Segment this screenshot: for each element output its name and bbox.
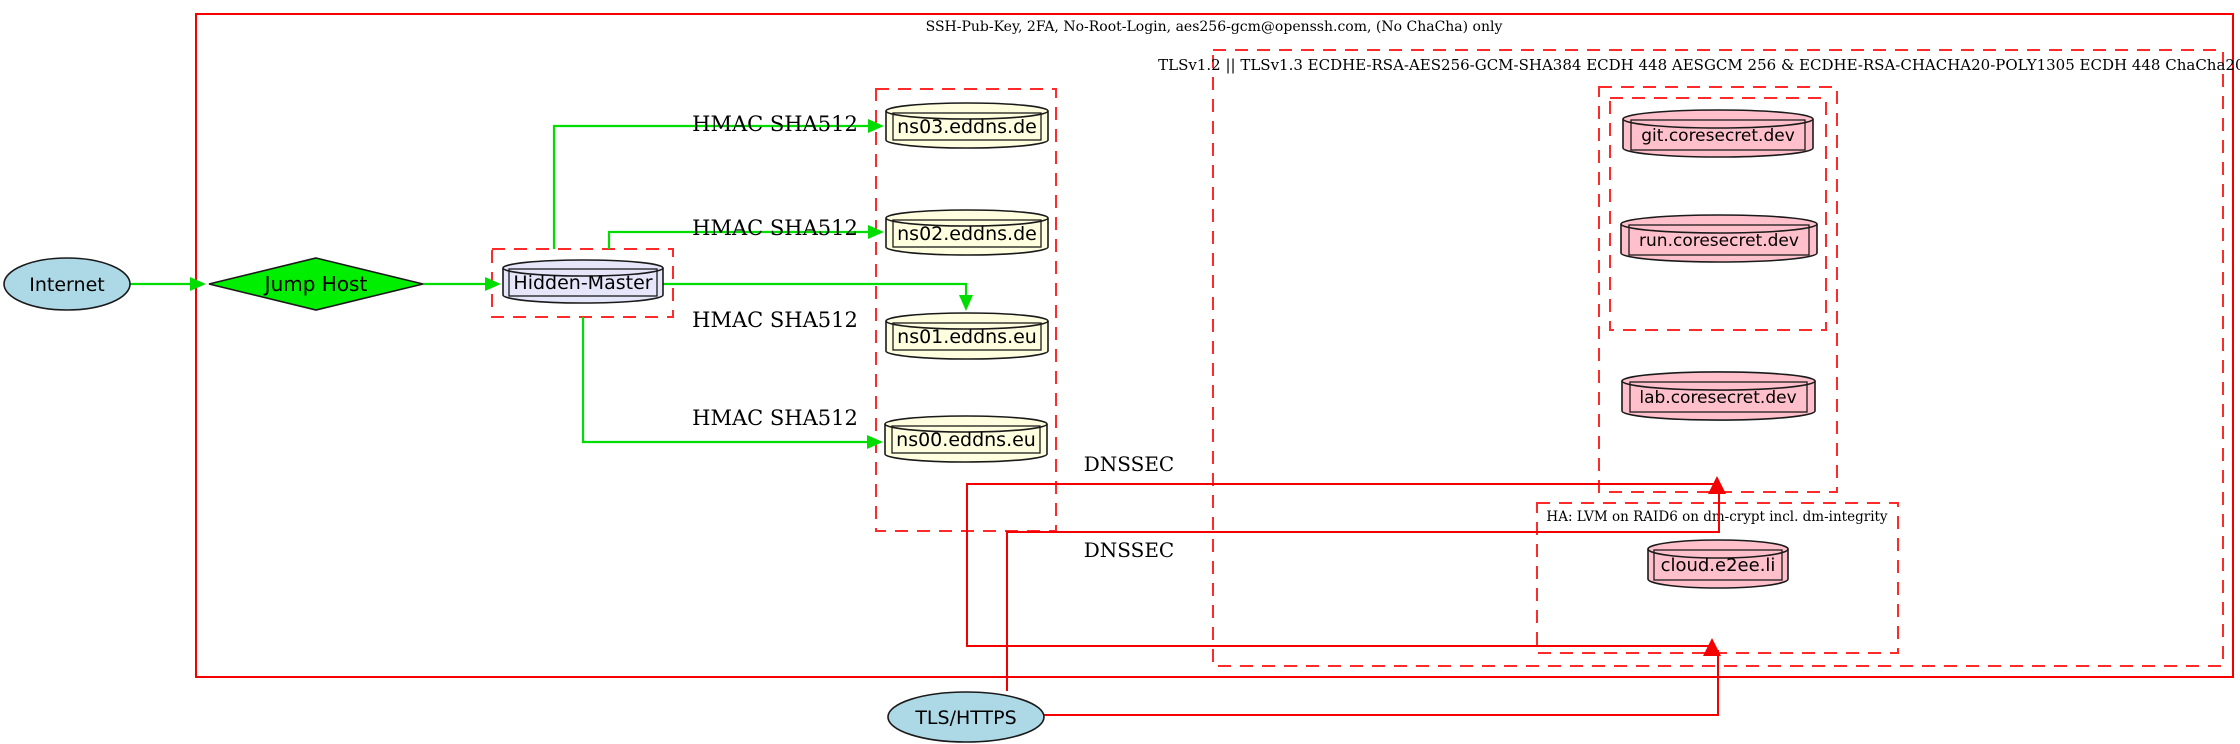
jumphost-node xyxy=(208,257,424,311)
edge-tls-coresecret xyxy=(1006,488,1720,691)
lab-label: lab.coresecret.dev xyxy=(1639,388,1796,408)
coresecret-cluster-box xyxy=(1598,86,1838,493)
run-node: run.coresecret.dev xyxy=(1620,214,1818,263)
gitrun-cluster-box xyxy=(1609,97,1827,331)
edge-internet-jumphost-arrow xyxy=(190,277,206,291)
edge-hiddenmaster-ns03-arrow xyxy=(868,119,884,133)
edge-hiddenmaster-ns02-arrow xyxy=(868,225,884,239)
tls-https-label: TLS/HTTPS xyxy=(914,707,1016,729)
ssh-cluster-box xyxy=(195,13,2234,678)
edge-hiddenmaster-ns01 xyxy=(663,282,968,296)
lab-node: lab.coresecret.dev xyxy=(1621,371,1816,421)
internet-node xyxy=(3,257,131,311)
cloud-label: cloud.e2ee.li xyxy=(1661,555,1776,576)
edge-label-dnssec-2: DNSSEC xyxy=(1084,538,1175,562)
ns01-label: ns01.eddns.eu xyxy=(897,326,1037,348)
ns02-node: ns02.eddns.de xyxy=(885,209,1049,256)
arrow-into-coresecret xyxy=(1708,476,1726,494)
ns00-node: ns00.eddns.eu xyxy=(884,415,1048,463)
edge-hiddenmaster-ns03 xyxy=(552,124,869,249)
edge-label-hmac-ns03: HMAC SHA512 xyxy=(692,112,858,136)
ns01-node: ns01.eddns.eu xyxy=(885,312,1049,360)
edge-hiddenmaster-ns01-arrow xyxy=(959,295,973,311)
edge-hiddenmaster-ns00-arrow xyxy=(867,435,883,449)
ns03-label: ns03.eddns.de xyxy=(897,116,1037,138)
edge-tls-e2ee xyxy=(1044,650,1719,716)
edge-label-hmac-ns00: HMAC SHA512 xyxy=(692,406,858,430)
edge-dnssec-both xyxy=(966,483,1716,647)
hidden-master-label: Hidden-Master xyxy=(513,272,652,294)
ha-cluster-title: HA: LVM on RAID6 on dm-crypt incl. dm-in… xyxy=(1546,509,1888,525)
ns03-node: ns03.eddns.de xyxy=(885,102,1049,149)
run-label: run.coresecret.dev xyxy=(1639,231,1799,251)
edge-hiddenmaster-ns02 xyxy=(607,230,869,249)
tls-https-node xyxy=(887,691,1045,743)
edge-hiddenmaster-ns00 xyxy=(581,317,868,444)
ns00-label: ns00.eddns.eu xyxy=(896,429,1036,451)
edge-jumphost-hiddenmaster-arrow xyxy=(485,277,501,291)
ns02-label: ns02.eddns.de xyxy=(897,223,1037,245)
edge-label-hmac-ns02: HMAC SHA512 xyxy=(692,216,858,240)
jumphost-label: Jump Host xyxy=(263,272,368,296)
edge-label-dnssec-1: DNSSEC xyxy=(1084,452,1175,476)
git-label: git.coresecret.dev xyxy=(1641,126,1795,146)
tls-cluster-title: TLSv1.2 || TLSv1.3 ECDHE-RSA-AES256-GCM-… xyxy=(1158,56,2240,74)
git-node: git.coresecret.dev xyxy=(1622,109,1814,158)
edge-label-hmac-ns01: HMAC SHA512 xyxy=(692,308,858,332)
arrow-into-ha xyxy=(1703,638,1721,656)
hidden-master-node: Hidden-Master xyxy=(502,259,664,304)
ssh-cluster-title: SSH-Pub-Key, 2FA, No-Root-Login, aes256-… xyxy=(926,19,1503,35)
internet-label: Internet xyxy=(29,274,104,296)
cloud-node: cloud.e2ee.li xyxy=(1647,539,1789,589)
